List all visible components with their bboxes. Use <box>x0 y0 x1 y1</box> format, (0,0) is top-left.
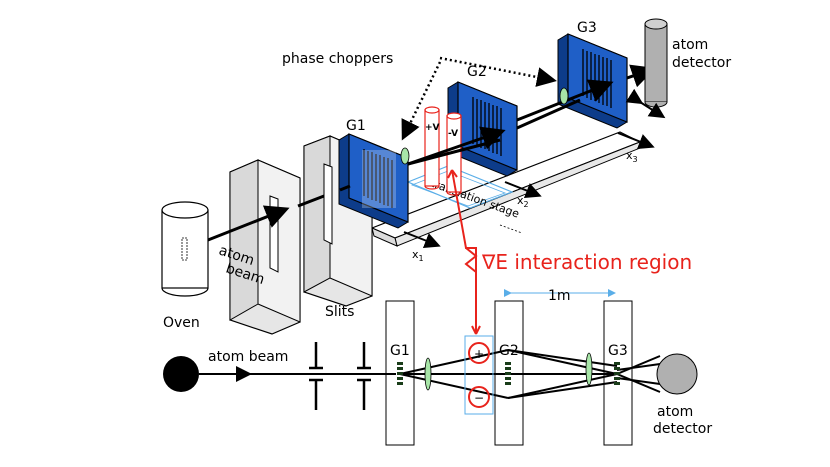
phase-chopper-2d-2 <box>585 352 593 386</box>
oven-cylinder <box>161 201 209 297</box>
oven-label: Oven <box>163 315 200 331</box>
svg-text:x3: x3 <box>626 149 638 164</box>
svg-text:-V: -V <box>448 129 458 139</box>
svg-text:G3: G3 <box>577 20 597 36</box>
svg-text:atom: atom <box>672 37 708 53</box>
svg-text:G1: G1 <box>390 343 410 359</box>
detector-label-1: atom <box>657 404 693 420</box>
atom-detector-3d: atom detector <box>625 18 731 119</box>
phase-choppers-label: phase choppers <box>282 51 393 67</box>
slit-2 <box>357 342 371 410</box>
grating-g1-2d: G1 <box>385 300 415 446</box>
svg-text:+V: +V <box>425 123 440 133</box>
optical-rail <box>370 131 642 247</box>
oven-source <box>163 356 199 392</box>
x1-axis-arrow: x1 <box>403 231 441 263</box>
interaction-region-label: ∇E interaction region <box>481 250 692 274</box>
interaction-callout: ∇E interaction region <box>447 169 692 335</box>
grating-g2-2d: G2 <box>494 300 524 446</box>
svg-text:x1: x1 <box>412 248 424 263</box>
minus-electrode <box>468 386 490 408</box>
chopper-pointer-arrows <box>401 56 557 141</box>
svg-text:1m: 1m <box>548 288 571 304</box>
phase-chopper-1 <box>400 147 410 165</box>
x2-axis-arrow: x2 <box>504 181 542 209</box>
svg-text:x2: x2 <box>517 194 529 209</box>
svg-text:G1: G1 <box>346 118 366 134</box>
electrode-plus-v: +V <box>424 106 440 190</box>
plus-electrode <box>468 342 490 364</box>
distance-1m-marker: 1m <box>504 288 616 304</box>
interaction-region-box: + − <box>464 335 494 415</box>
beam-path <box>199 349 661 399</box>
atom-beam-label: atom beam <box>208 349 288 365</box>
slits-label: Slits <box>325 304 354 320</box>
svg-text:−: − <box>474 391 484 405</box>
slit-plate-1 <box>229 159 301 335</box>
x3-axis-arrow: x3 <box>617 132 655 164</box>
phase-chopper-2 <box>559 87 569 105</box>
svg-text:G2: G2 <box>467 64 487 80</box>
svg-text:detector: detector <box>672 55 731 71</box>
svg-text:G2: G2 <box>499 343 519 359</box>
grating-g3-2d: G3 <box>603 300 633 446</box>
atom-detector-2d <box>656 353 698 395</box>
slit-1 <box>309 342 323 410</box>
svg-text:G3: G3 <box>608 343 628 359</box>
phase-chopper-2d-1 <box>424 357 432 391</box>
svg-text:+: + <box>474 347 484 361</box>
detector-label-2: detector <box>653 421 712 437</box>
grating-g3-3d: G3 <box>557 20 628 129</box>
grating-g1-3d: G1 <box>338 118 409 229</box>
